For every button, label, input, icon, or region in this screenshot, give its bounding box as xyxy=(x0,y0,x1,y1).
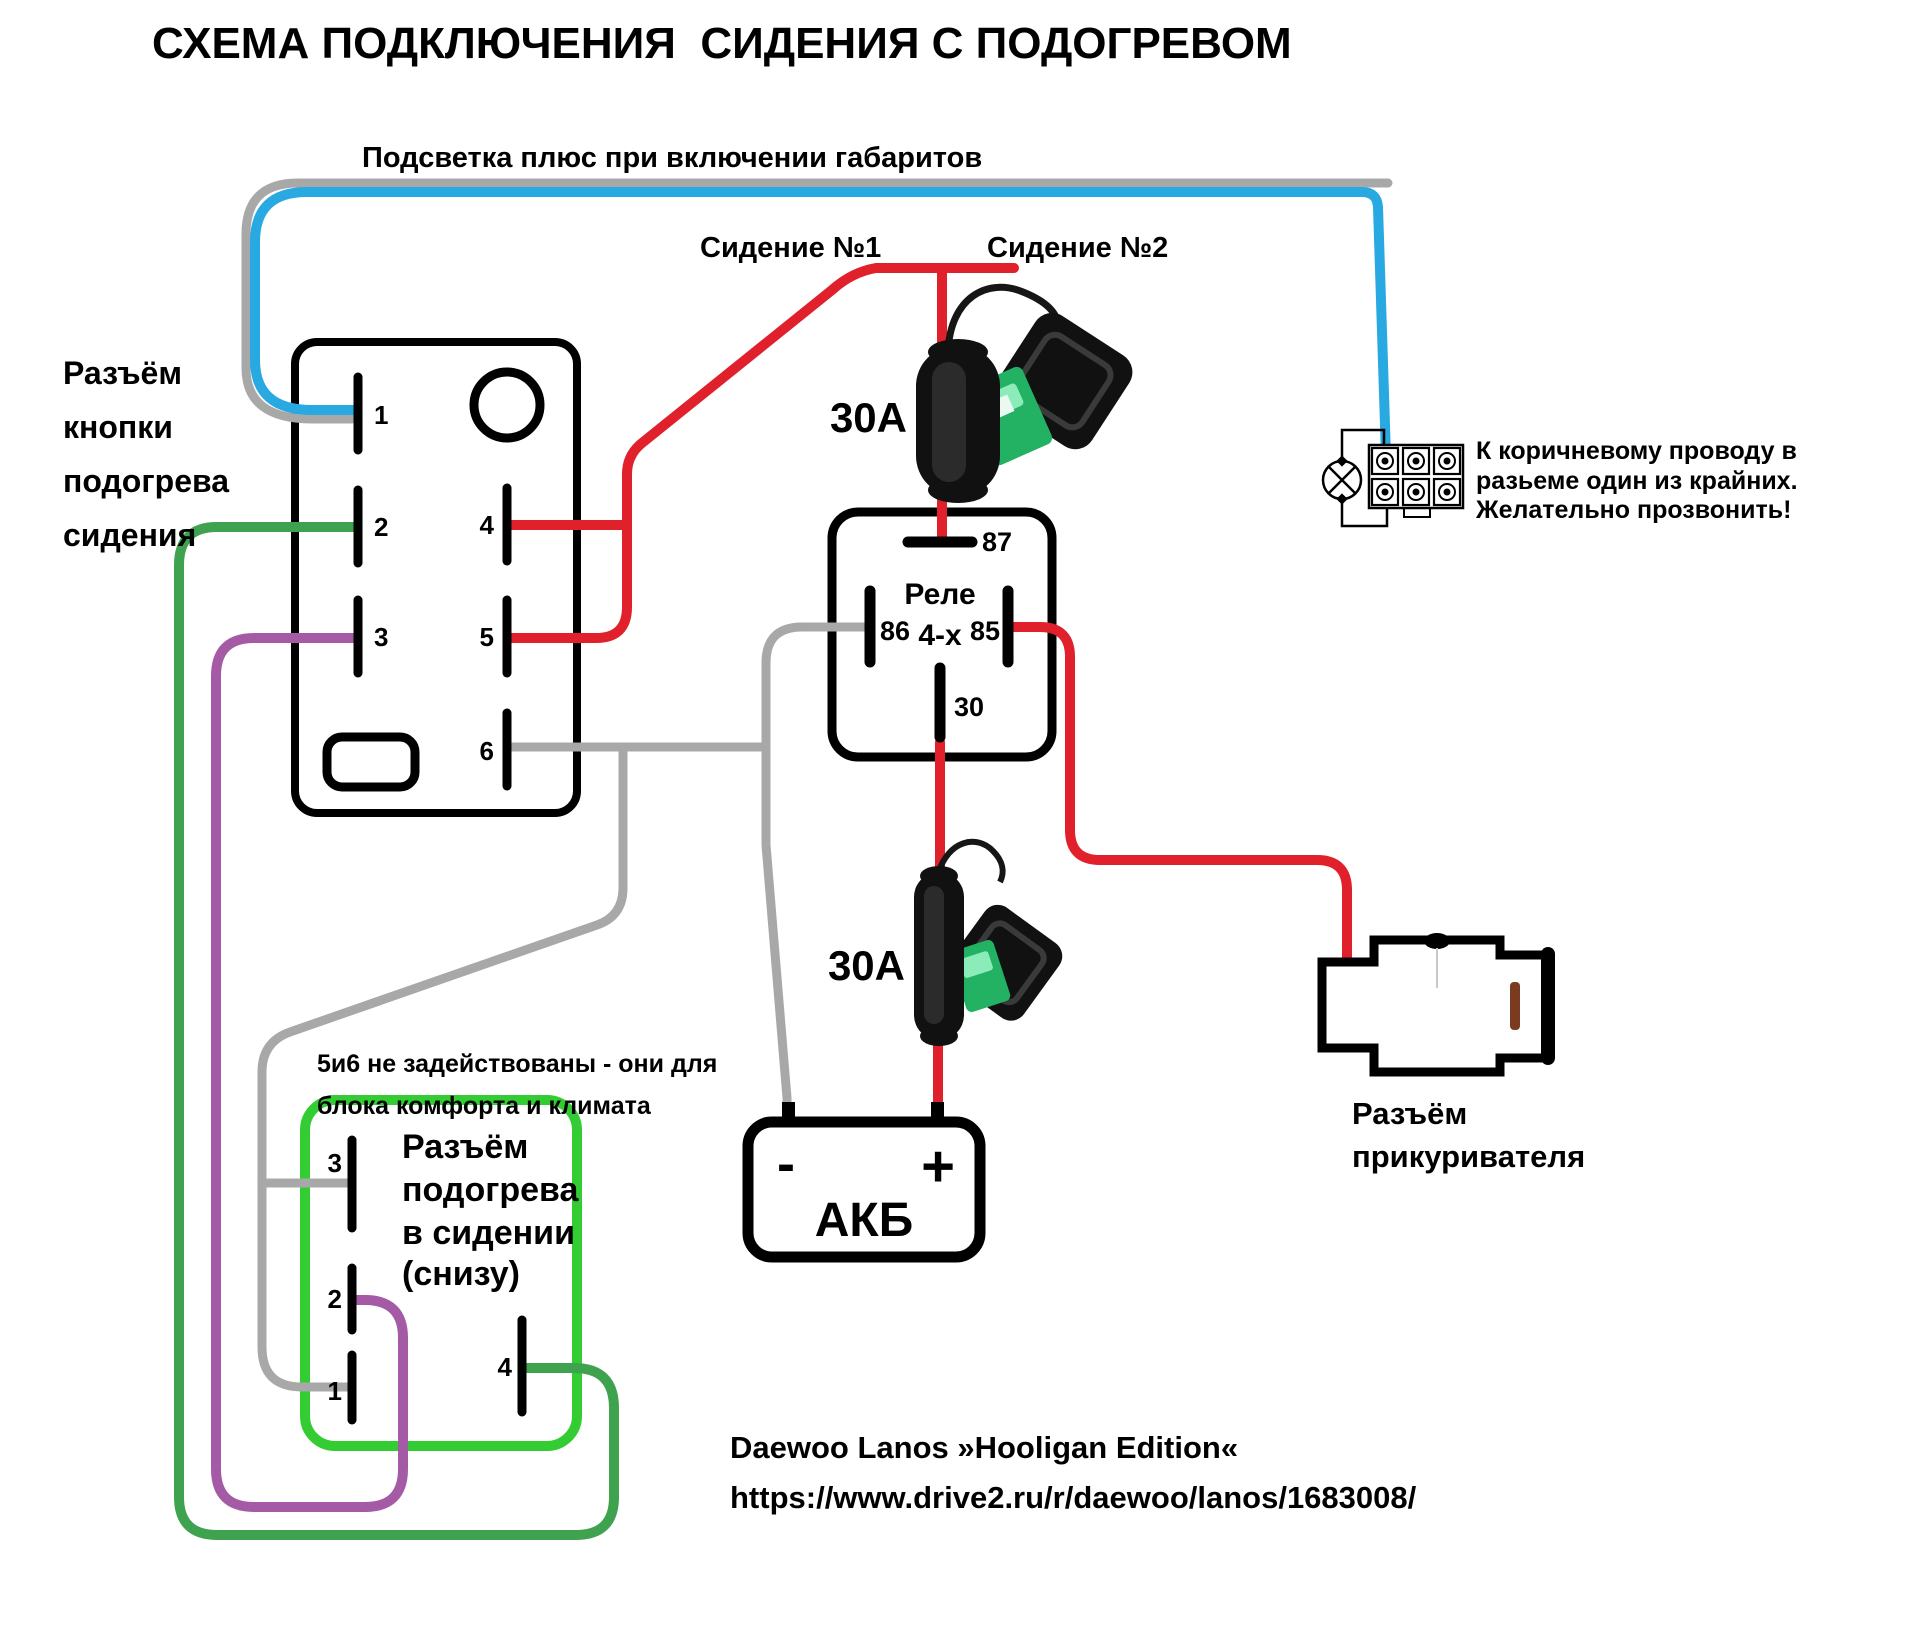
button-connector-slot xyxy=(322,732,420,792)
lighter-connector-label: Разъём прикуривателя xyxy=(1352,1096,1585,1174)
seat-connector-box xyxy=(300,1095,582,1451)
svg-text:3: 3 xyxy=(374,622,388,652)
battery-plus-terminal xyxy=(931,1102,944,1126)
green-wire-loop xyxy=(174,522,619,1540)
button-connector-label: Разъём кнопки подогрева сидения xyxy=(63,355,229,553)
svg-text:Желательно прозвонить!: Желательно прозвонить! xyxy=(1475,496,1791,524)
battery-minus-terminal xyxy=(782,1102,795,1126)
fuse2-leash xyxy=(935,838,1006,884)
svg-text:1: 1 xyxy=(374,400,388,430)
lighter-brown-contact xyxy=(1510,982,1520,1030)
svg-text:Разъём: Разъём xyxy=(402,1128,528,1166)
svg-text:в сидении: в сидении xyxy=(402,1214,575,1252)
svg-text:Разъём: Разъём xyxy=(1352,1096,1467,1131)
svg-text:1: 1 xyxy=(328,1376,342,1406)
page-title: СХЕМА ПОДКЛЮЧЕНИЯ СИДЕНИЯ С ПОДОГРЕВОМ xyxy=(152,19,1292,68)
svg-text:К коричневому проводу в: К коричневому проводу в xyxy=(1476,437,1797,465)
gray-wire-relay86-battery xyxy=(761,622,871,1121)
svg-text:подогрева: подогрева xyxy=(63,463,229,499)
button-connector-box xyxy=(291,338,581,817)
svg-text:3: 3 xyxy=(328,1148,342,1178)
svg-text:4-х: 4-х xyxy=(918,619,962,652)
button-connector-pin-numbers: 1 2 3 4 5 6 xyxy=(374,400,495,766)
lamp-connector-frame xyxy=(1367,443,1465,510)
fuse2-blade xyxy=(949,940,1011,1012)
seat1-label: Сидение №1 xyxy=(700,232,881,264)
illumination-wire-shadow xyxy=(241,178,1393,424)
svg-text:2: 2 xyxy=(328,1284,342,1314)
svg-text:2: 2 xyxy=(374,512,388,542)
svg-text:Разъём: Разъём xyxy=(63,355,182,391)
svg-text:6: 6 xyxy=(480,736,494,766)
relay-labels: Реле 4-х 87 86 85 30 xyxy=(880,527,1012,722)
button-connector xyxy=(291,338,581,817)
svg-text:прикуривателя: прикуривателя xyxy=(1352,1139,1585,1174)
fuse-holder-1 xyxy=(916,283,1133,503)
seat-connector-pin-numbers: 3 2 1 4 xyxy=(328,1148,513,1406)
red-wire-pin5-seats xyxy=(506,263,1019,643)
svg-text:5: 5 xyxy=(480,622,494,652)
illumination-wire-blue xyxy=(250,187,1391,461)
illumination-label: Подсветка плюс при включении габаритов xyxy=(362,142,982,174)
svg-text:30: 30 xyxy=(954,692,984,722)
svg-text:-: - xyxy=(777,1134,795,1194)
purple-wire-loop xyxy=(211,633,408,1512)
battery-box xyxy=(742,1116,986,1263)
svg-text:разьеме один из крайних.: разьеме один из крайних. xyxy=(1476,467,1798,495)
svg-text:сидения: сидения xyxy=(63,517,196,553)
svg-text:85: 85 xyxy=(970,616,1000,646)
svg-text:Реле: Реле xyxy=(904,578,975,611)
svg-text:4: 4 xyxy=(498,1352,513,1382)
seat-connector-note: 5и6 не задействованы - они для блока ком… xyxy=(317,1050,717,1120)
seat-connector-label: Разъём подогрева в сидении (снизу) xyxy=(402,1128,579,1293)
lamp-terminals xyxy=(1370,446,1462,507)
svg-text:87: 87 xyxy=(982,527,1012,557)
svg-text:подогрева: подогрева xyxy=(402,1171,579,1209)
button-connector-pins xyxy=(353,372,512,791)
lighter-connector xyxy=(1317,933,1555,1077)
fuse1-label: 30А xyxy=(830,394,907,441)
gray-wire-to-seat-connector xyxy=(257,746,628,1392)
svg-text:+: + xyxy=(921,1134,955,1199)
battery-labels: - + АКБ xyxy=(777,1134,955,1247)
lighter-outline xyxy=(1317,935,1553,1077)
svg-text:АКБ: АКБ xyxy=(815,1194,913,1247)
svg-text:86: 86 xyxy=(880,616,910,646)
credit-url: https://www.drive2.ru/r/daewoo/lanos/168… xyxy=(730,1480,1417,1515)
seat-connector-pins xyxy=(347,1135,527,1425)
fuse-holder-2 xyxy=(914,838,1063,1046)
red-wire-relay85-lighter xyxy=(1009,622,1352,1007)
svg-text:(снизу): (снизу) xyxy=(402,1255,520,1293)
lamp-wire-bottom xyxy=(1340,499,1389,528)
relay-pins xyxy=(864,536,1014,743)
credit-edition: Daewoo Lanos »Hooligan Edition« xyxy=(730,1430,1238,1465)
svg-text:блока комфорта и климата: блока комфорта и климата xyxy=(317,1092,652,1120)
lamp-wire-top xyxy=(1340,428,1386,461)
svg-text:4: 4 xyxy=(480,510,495,540)
lighter-top-dot xyxy=(1424,933,1450,949)
fuse2-label: 30А xyxy=(828,942,905,989)
lamp-connector-tab xyxy=(1403,507,1431,518)
lighter-right-bar xyxy=(1541,947,1555,1065)
lamp-connector xyxy=(1321,428,1465,528)
svg-text:5и6 не задействованы - они для: 5и6 не задействованы - они для xyxy=(317,1050,717,1078)
button-connector-hole xyxy=(469,367,545,443)
svg-text:кнопки: кнопки xyxy=(63,409,173,445)
lamp-connector-note: К коричневому проводу в разьеме один из … xyxy=(1475,437,1798,524)
seat2-label: Сидение №2 xyxy=(987,232,1168,264)
credits: Daewoo Lanos »Hooligan Edition« https://… xyxy=(730,1430,1417,1515)
